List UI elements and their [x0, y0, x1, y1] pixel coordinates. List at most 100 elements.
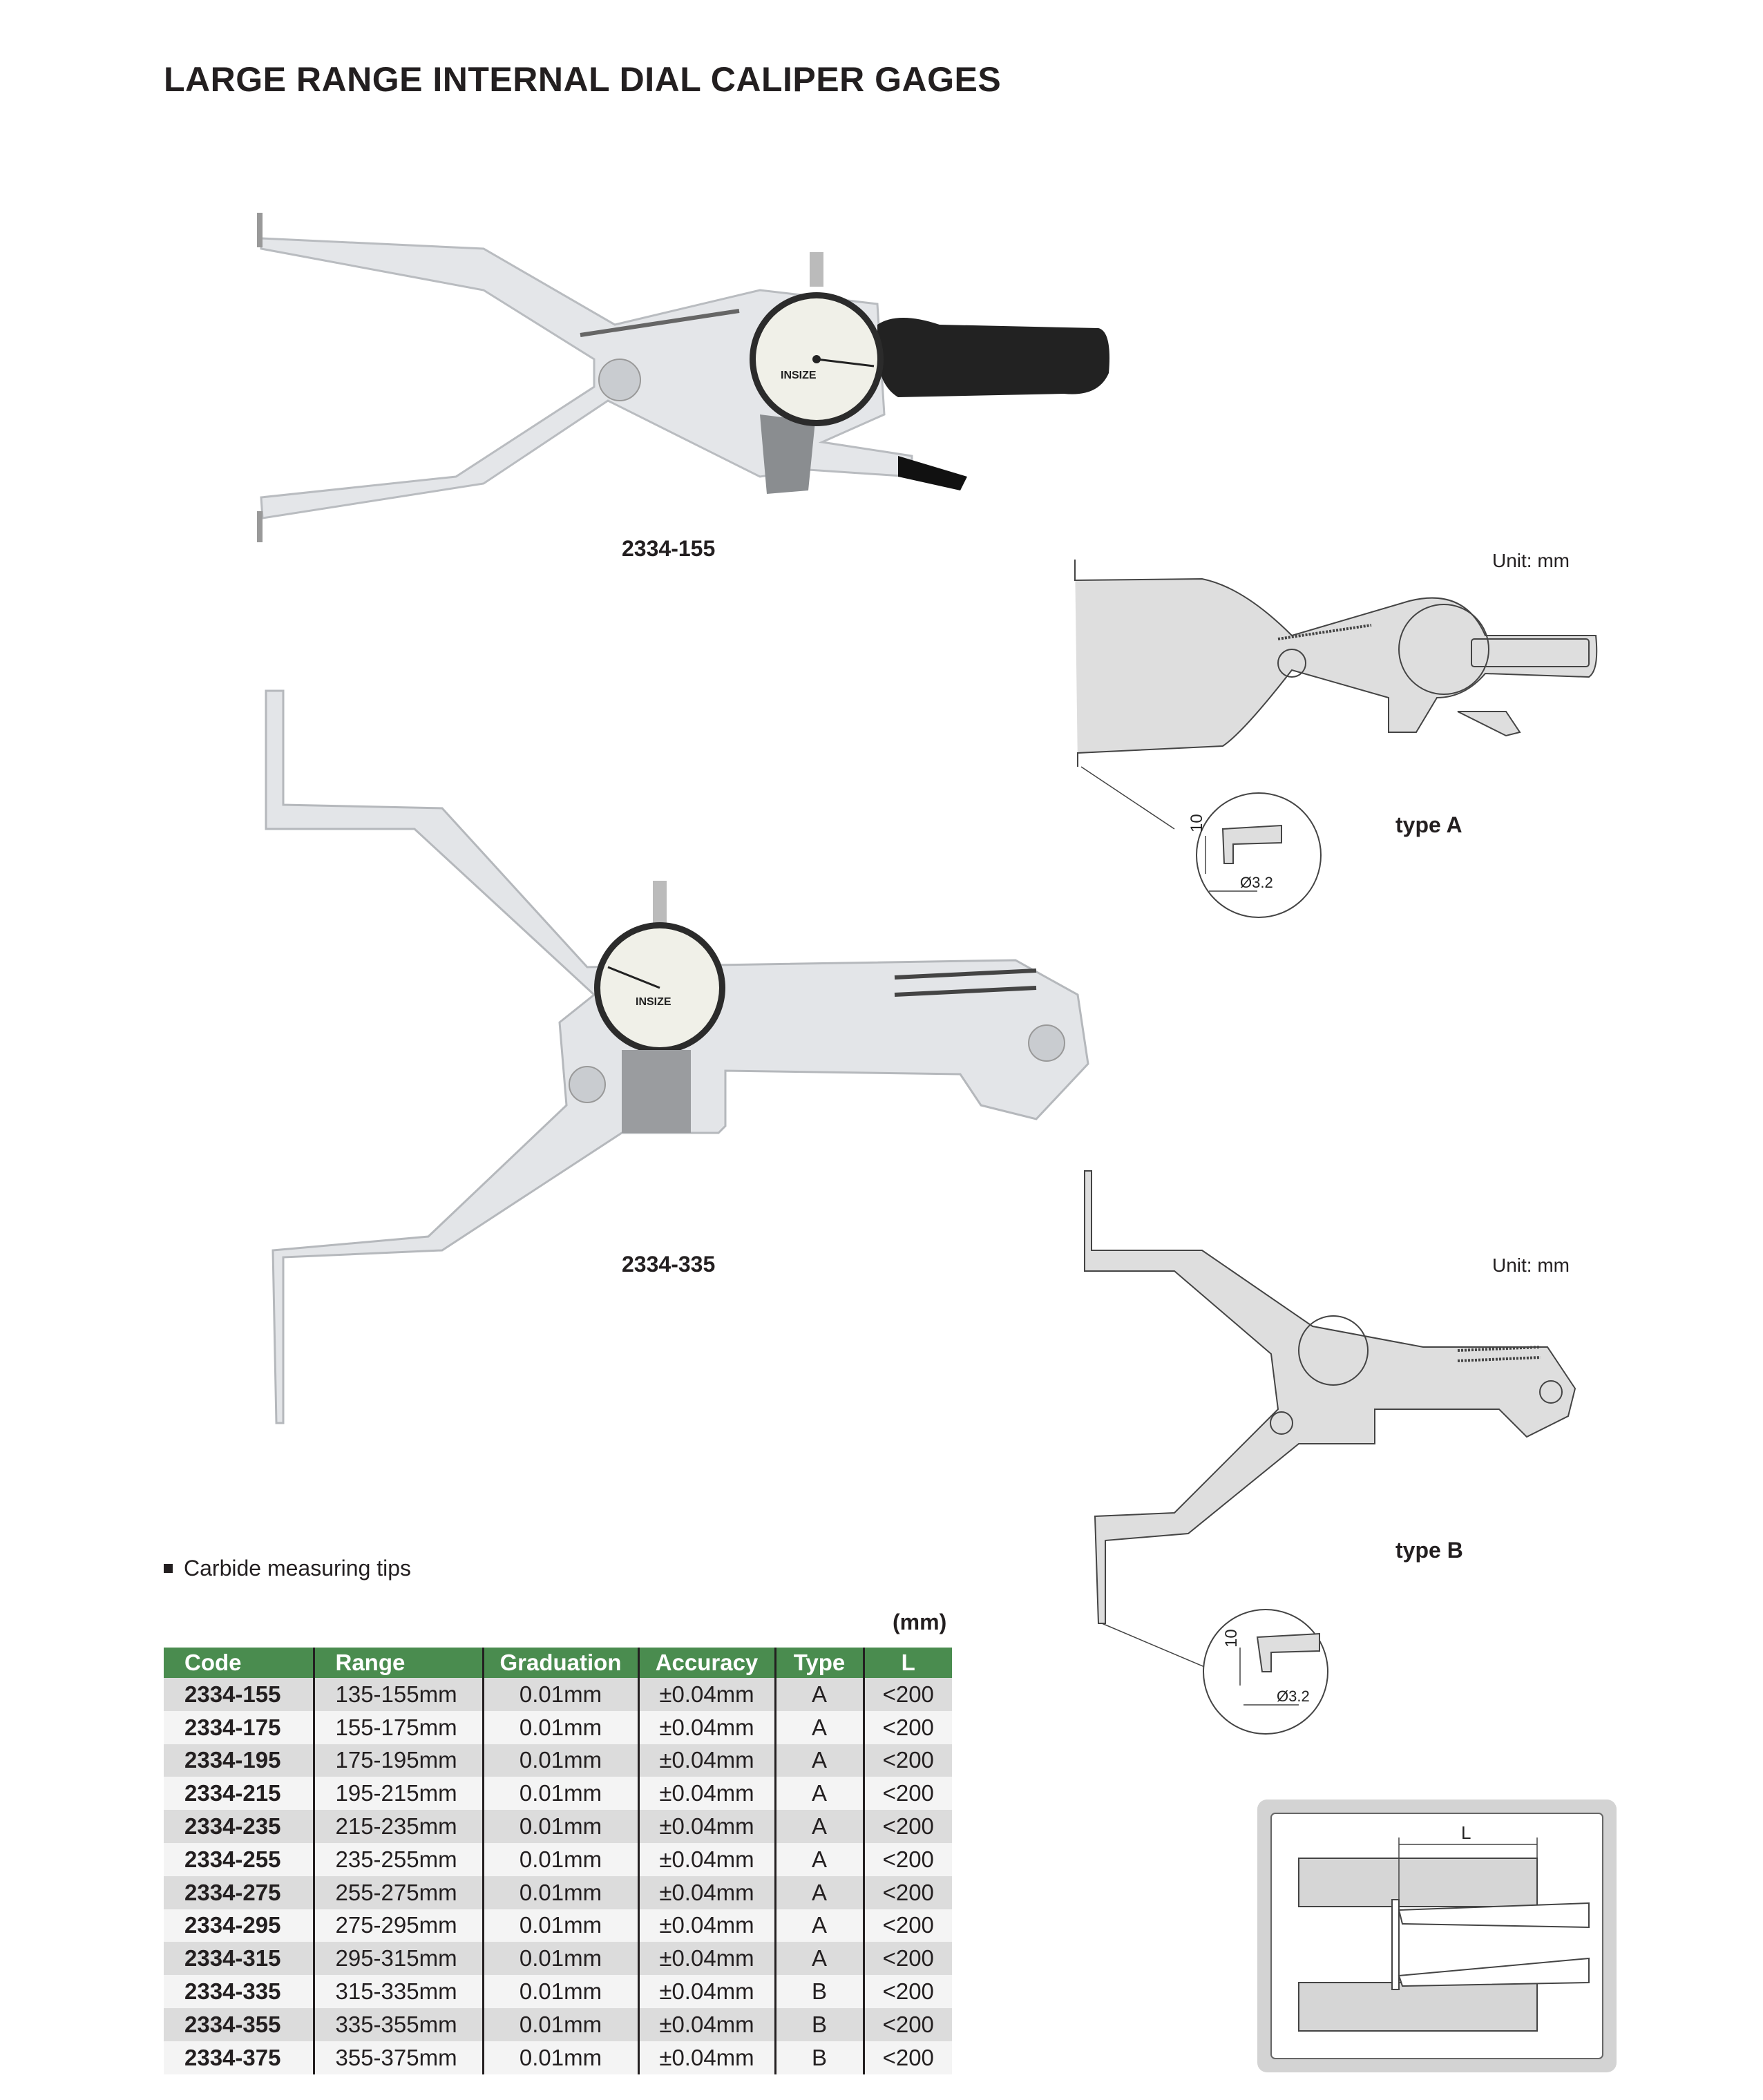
- cell-range: 175-195mm: [312, 1744, 483, 1777]
- col-header-accuracy: Accuracy: [637, 1648, 775, 1678]
- cell-l: <200: [862, 1875, 952, 1909]
- cell-range: 275-295mm: [312, 1909, 483, 1942]
- product-caption-2334-155: 2334-155: [622, 536, 716, 561]
- cell-code: 2334-275: [164, 1875, 314, 1909]
- cell-graduation: 0.01mm: [482, 1678, 638, 1711]
- page-title: LARGE RANGE INTERNAL DIAL CALIPER GAGES: [164, 60, 1002, 99]
- cell-l: <200: [862, 1678, 952, 1711]
- cell-accuracy: ±0.04mm: [637, 1975, 775, 2008]
- cell-type: B: [774, 2007, 864, 2041]
- cell-code: 2334-255: [164, 1842, 314, 1876]
- cell-graduation: 0.01mm: [482, 1875, 638, 1909]
- table-unit: (mm): [893, 1610, 947, 1634]
- cell-l: <200: [862, 1842, 952, 1876]
- cell-accuracy: ±0.04mm: [637, 1810, 775, 1843]
- col-header-code: Code: [164, 1648, 314, 1678]
- cell-range: 355-375mm: [312, 2041, 483, 2074]
- dim-diameter-a: Ø3.2: [1240, 874, 1273, 891]
- cell-graduation: 0.01mm: [482, 1975, 638, 2008]
- cell-type: A: [774, 1744, 864, 1777]
- cell-type: B: [774, 1975, 864, 2008]
- cell-range: 255-275mm: [312, 1875, 483, 1909]
- caliper-photo-2334-155: INSIZE: [257, 213, 1109, 542]
- cell-range: 315-335mm: [312, 1975, 483, 2008]
- cell-type: B: [774, 2041, 864, 2074]
- cell-accuracy: ±0.04mm: [637, 1909, 775, 1942]
- cell-accuracy: ±0.04mm: [637, 1744, 775, 1777]
- cell-graduation: 0.01mm: [482, 1842, 638, 1876]
- cell-accuracy: ±0.04mm: [637, 1777, 775, 1811]
- cell-l: <200: [862, 1744, 952, 1777]
- dim-length-b: 10: [1222, 1629, 1241, 1648]
- feature-note: Carbide measuring tips: [164, 1556, 411, 1581]
- cell-l: <200: [862, 1710, 952, 1744]
- dial-brand: INSIZE: [781, 370, 817, 381]
- cell-range: 195-215mm: [312, 1777, 483, 1811]
- dial-brand: INSIZE: [636, 996, 671, 1008]
- cell-graduation: 0.01mm: [482, 1777, 638, 1811]
- cell-l: <200: [862, 1909, 952, 1942]
- cell-code: 2334-215: [164, 1777, 314, 1811]
- cell-l: <200: [862, 1975, 952, 2008]
- type-b-drawing: 10 Ø3.2: [1084, 1170, 1576, 1735]
- col-header-graduation: Graduation: [482, 1648, 638, 1678]
- cell-accuracy: ±0.04mm: [637, 1842, 775, 1876]
- cell-type: A: [774, 1810, 864, 1843]
- cell-range: 295-315mm: [312, 1942, 483, 1976]
- cell-l: <200: [862, 1810, 952, 1843]
- cell-range: 215-235mm: [312, 1810, 483, 1843]
- dim-length-a: 10: [1188, 814, 1206, 832]
- cell-graduation: 0.01mm: [482, 1744, 638, 1777]
- cell-range: 135-155mm: [312, 1678, 483, 1711]
- spec-table: Code Range Graduation Accuracy Type L 23…: [164, 1648, 952, 2074]
- type-b-label: type B: [1395, 1538, 1463, 1563]
- col-header-l: L: [862, 1648, 952, 1678]
- feature-note-text: Carbide measuring tips: [184, 1556, 412, 1581]
- cell-l: <200: [862, 1942, 952, 1976]
- type-a-drawing: 10 Ø3.2: [1074, 560, 1598, 918]
- cell-graduation: 0.01mm: [482, 2007, 638, 2041]
- type-a-label: type A: [1395, 812, 1462, 837]
- col-header-range: Range: [312, 1648, 483, 1678]
- bullet-icon: [164, 1564, 173, 1573]
- cell-l: <200: [862, 1777, 952, 1811]
- cell-code: 2334-175: [164, 1710, 314, 1744]
- cell-type: A: [774, 1942, 864, 1976]
- cell-code: 2334-375: [164, 2041, 314, 2074]
- cell-type: A: [774, 1777, 864, 1811]
- l-label: L: [1461, 1822, 1471, 1843]
- cell-code: 2334-195: [164, 1744, 314, 1777]
- cell-type: A: [774, 1842, 864, 1876]
- cell-accuracy: ±0.04mm: [637, 1678, 775, 1711]
- cell-l: <200: [862, 2007, 952, 2041]
- table-header-row: Code Range Graduation Accuracy Type L: [164, 1648, 952, 1678]
- cell-code: 2334-355: [164, 2007, 314, 2041]
- cell-code: 2334-235: [164, 1810, 314, 1843]
- cell-accuracy: ±0.04mm: [637, 1942, 775, 1976]
- cell-graduation: 0.01mm: [482, 1810, 638, 1843]
- cell-graduation: 0.01mm: [482, 1710, 638, 1744]
- cell-range: 235-255mm: [312, 1842, 483, 1876]
- cell-type: A: [774, 1678, 864, 1711]
- product-caption-2334-335: 2334-335: [622, 1252, 716, 1277]
- cell-range: 155-175mm: [312, 1710, 483, 1744]
- cell-graduation: 0.01mm: [482, 2041, 638, 2074]
- cell-code: 2334-155: [164, 1678, 314, 1711]
- cell-accuracy: ±0.04mm: [637, 2007, 775, 2041]
- l-dimension-diagram: L: [1257, 1800, 1617, 2072]
- cell-range: 335-355mm: [312, 2007, 483, 2041]
- cell-type: A: [774, 1875, 864, 1909]
- cell-accuracy: ±0.04mm: [637, 1710, 775, 1744]
